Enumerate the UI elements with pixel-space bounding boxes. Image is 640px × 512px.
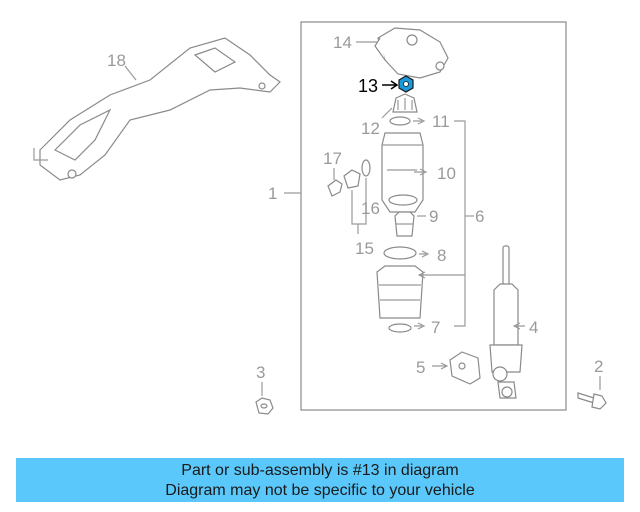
part-13-nut[interactable]: [398, 75, 414, 93]
part-3-nut[interactable]: [255, 397, 274, 415]
part-12-top-mount[interactable]: [392, 93, 418, 113]
info-banner: Part or sub-assembly is #13 in diagram D…: [16, 458, 624, 502]
callout-8: 8: [437, 246, 446, 265]
part-11-ring[interactable]: [389, 116, 411, 126]
assembly-frame: [300, 21, 567, 411]
callout-2: 2: [594, 357, 603, 376]
callout-17: 17: [323, 149, 342, 168]
callout-11: 11: [432, 112, 450, 131]
part-2-bolt[interactable]: [577, 392, 607, 410]
part-5-bracket[interactable]: [449, 351, 481, 385]
banner-line-part: Part or sub-assembly is #13 in diagram: [181, 462, 459, 479]
callout-7: 7: [431, 318, 440, 337]
callout-10: 10: [437, 164, 456, 183]
part-15-fitting[interactable]: [343, 169, 361, 189]
part-8-ring[interactable]: [383, 246, 417, 260]
part-10-air-spring[interactable]: [381, 132, 424, 213]
banner-line-disclaimer: Diagram may not be specific to your vehi…: [165, 482, 475, 499]
callout-6: 6: [475, 207, 484, 226]
callout-13-arrow: [382, 80, 399, 90]
callout-4: 4: [529, 318, 538, 337]
part-dust-boot[interactable]: [376, 265, 424, 319]
part-4-shock-absorber[interactable]: [489, 245, 523, 399]
parts-diagram: 18 14 13 12 11 10 6 9: [33, 21, 607, 415]
part-18-subframe[interactable]: [33, 37, 281, 181]
callout-14: 14: [333, 33, 352, 52]
callout-1: 1: [268, 184, 277, 203]
part-9-bump-stop[interactable]: [394, 211, 415, 237]
callout-3: 3: [256, 363, 265, 382]
part-14-mount-bracket[interactable]: [374, 27, 449, 79]
callout-5: 5: [416, 358, 425, 377]
callout-13: 13: [358, 76, 378, 96]
callout-16: 16: [361, 199, 380, 218]
callout-12: 12: [361, 119, 380, 138]
part-16-o-ring[interactable]: [361, 159, 371, 177]
part-17-valve[interactable]: [327, 168, 343, 197]
callout-18: 18: [107, 51, 126, 70]
callout-9: 9: [429, 207, 438, 226]
callout-15: 15: [355, 239, 374, 258]
part-7-ring[interactable]: [388, 323, 412, 333]
